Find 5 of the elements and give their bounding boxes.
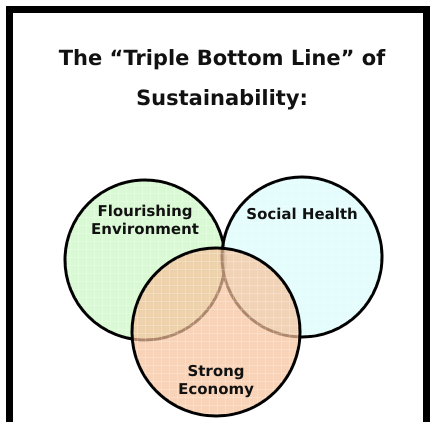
- circle-label: Strong Economy: [177, 362, 255, 398]
- circle-label: Social Health: [245, 205, 359, 223]
- title: The “Triple Bottom Line” of Sustainability:: [58, 45, 386, 112]
- circle-label: Flourishing Environment: [90, 202, 200, 238]
- venn-circle: [130, 246, 302, 418]
